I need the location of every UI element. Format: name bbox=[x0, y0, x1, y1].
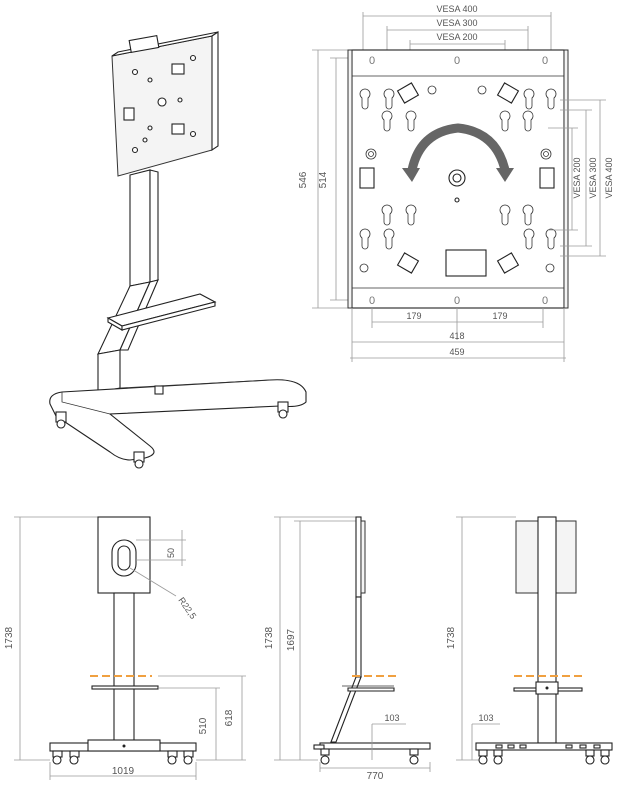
front-casters bbox=[52, 750, 194, 765]
width-418: 418 bbox=[449, 331, 464, 341]
rear-column bbox=[537, 516, 557, 744]
vesa-300-top-label: VESA 300 bbox=[436, 18, 477, 28]
zero-left-top: 0 bbox=[369, 55, 375, 67]
base-frame bbox=[49, 379, 307, 461]
zero-left-bottom: 0 bbox=[369, 295, 375, 307]
slot-length-50: 50 bbox=[166, 548, 176, 558]
plate-height-514: 514 bbox=[318, 171, 329, 188]
side-casters bbox=[320, 748, 419, 765]
vesa-plate-drawing: VESA 400 VESA 300 VESA 200 546 514 0 0 0… bbox=[298, 4, 614, 362]
side-column bbox=[355, 596, 362, 678]
front-view: 1738 50 R22,5 510 618 1019 bbox=[4, 516, 246, 780]
caster-wheels bbox=[55, 385, 289, 469]
vesa-400-side-label: VESA 400 bbox=[604, 157, 614, 198]
shelf-height-618: 618 bbox=[224, 709, 235, 726]
vesa-300-side-label: VESA 300 bbox=[588, 157, 598, 198]
side-base bbox=[319, 742, 431, 750]
front-shelf bbox=[91, 685, 159, 690]
base-width-1019: 1019 bbox=[112, 766, 135, 777]
zero-top: 0 bbox=[454, 55, 460, 67]
side-view: 1738 1697 103 770 bbox=[264, 516, 431, 782]
side-foot-offset-103: 103 bbox=[384, 713, 399, 723]
vesa-200-top-label: VESA 200 bbox=[436, 32, 477, 42]
rear-casters bbox=[478, 749, 610, 765]
offset-179-left: 179 bbox=[406, 311, 421, 321]
shelf-height-510: 510 bbox=[198, 717, 209, 734]
offset-179-right: 179 bbox=[492, 311, 507, 321]
side-plate bbox=[355, 516, 362, 598]
rear-foot-offset-103: 103 bbox=[478, 713, 493, 723]
side-height-1697: 1697 bbox=[286, 628, 297, 651]
side-height-1738: 1738 bbox=[264, 626, 275, 649]
rear-view: 1738 103 bbox=[446, 516, 613, 765]
mounting-clamps bbox=[359, 82, 555, 277]
column bbox=[129, 169, 151, 287]
isometric-stand-illustration bbox=[49, 30, 307, 469]
vesa-400-top-label: VESA 400 bbox=[436, 4, 477, 14]
keyhole-slots bbox=[359, 85, 557, 273]
vesa-200-side-label: VESA 200 bbox=[572, 157, 582, 198]
base-depth-770: 770 bbox=[367, 771, 384, 782]
front-column bbox=[113, 592, 135, 744]
zero-bottom: 0 bbox=[454, 295, 460, 307]
zero-right-bottom: 0 bbox=[542, 295, 548, 307]
plate-height-546: 546 bbox=[298, 171, 309, 188]
front-height-1738: 1738 bbox=[4, 626, 15, 649]
rear-base bbox=[475, 742, 613, 751]
zero-right-top: 0 bbox=[542, 55, 548, 67]
radius-r22: R22,5 bbox=[176, 595, 198, 620]
width-459: 459 bbox=[449, 347, 464, 357]
side-shelf bbox=[347, 687, 395, 692]
rotation-arrow bbox=[407, 123, 510, 175]
rear-height-1738: 1738 bbox=[446, 626, 457, 649]
